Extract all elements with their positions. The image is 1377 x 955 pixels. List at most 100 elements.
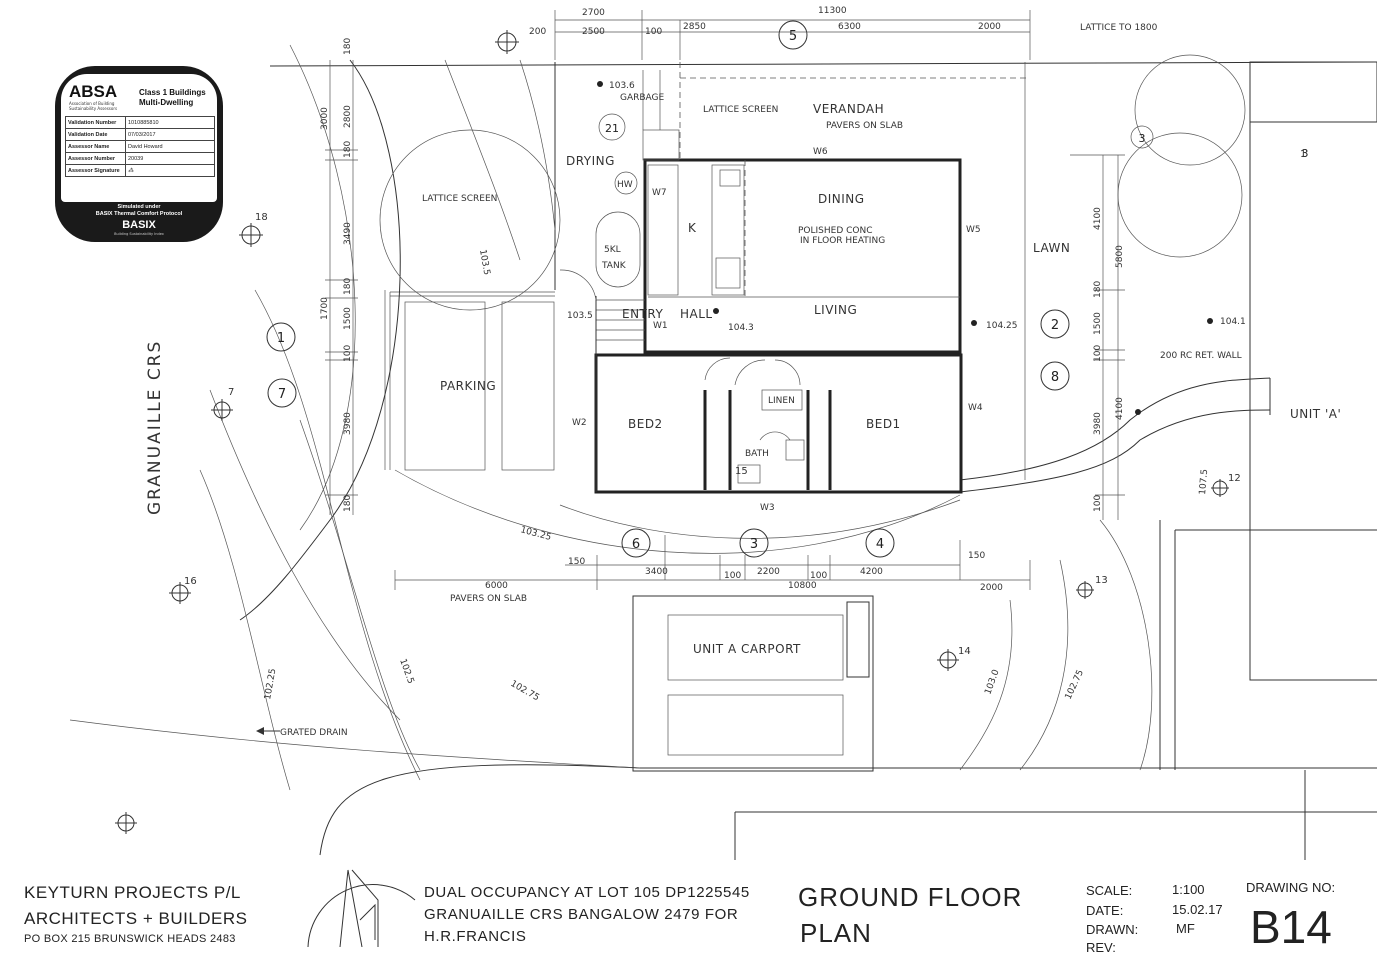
dimensions-top: 200 2700 2500 100 2850 11300 6300 2000 [529, 6, 1031, 60]
rev-label: REV: [1086, 940, 1116, 955]
dim-top-2000: 2000 [978, 22, 1001, 32]
stamp-class-line2: Multi-Dwelling [139, 98, 194, 107]
level-9: 102.5 [397, 658, 415, 686]
dim-right-100b: 100 [1093, 495, 1103, 512]
label-hw: HW [617, 180, 633, 190]
dim-top-200: 200 [529, 27, 546, 37]
dim-right-5800: 5800 [1115, 245, 1125, 268]
drawing-title-line2: PLAN [800, 918, 872, 948]
label-ret-wall: 200 RC RET. WALL [1160, 351, 1242, 361]
level-13: 107.5 [1198, 469, 1210, 496]
window-labels: W1 W2 W3 W4 W5 W6 W7 [572, 147, 983, 513]
marker-8: 8 [1051, 370, 1059, 385]
label-unit-a: UNIT 'A' [1290, 407, 1341, 421]
marker-2: 2 [1051, 318, 1059, 333]
label-hall: HALL [680, 307, 713, 321]
level-8: 102.25 [263, 668, 278, 701]
point-18: 18 [255, 212, 268, 223]
level-4: 104.25 [986, 321, 1018, 331]
stamp-class: Class 1 Buildings Multi-Dwelling [139, 88, 206, 108]
stamp-row-label: Assessor Signature [65, 164, 126, 177]
stamp-row-label: Validation Number [65, 116, 126, 129]
label-verandah: VERANDAH [813, 102, 884, 116]
window-w3: W3 [760, 503, 775, 513]
stamp-simulated-line2: BASIX Thermal Comfort Protocol [95, 211, 183, 217]
scale-value: 1:100 [1172, 882, 1205, 897]
dimensions-left: 180 3000 2800 180 3490 180 1700 1500 100… [320, 38, 358, 515]
window-w5: W5 [966, 225, 981, 235]
marker-3b: 3 [1139, 132, 1146, 145]
dim-bottom-2000: 2000 [980, 583, 1003, 593]
level-6: 103.5 [477, 249, 491, 276]
dim-bottom-100: 100 [724, 571, 741, 581]
label-lattice-to: LATTICE TO 1800 [1080, 23, 1158, 33]
level-3: 104.3 [728, 323, 754, 333]
dim-right-4100: 4100 [1093, 207, 1103, 230]
stamp-panel: ABSA Association of Building Sustainabil… [61, 74, 217, 202]
stamp-class-line1: Class 1 Buildings [139, 88, 206, 97]
stamp-simulated: Simulated under BASIX Thermal Comfort Pr… [55, 204, 223, 218]
window-w2: W2 [572, 418, 587, 428]
stamp-row-value: 07/03/2017 [125, 128, 215, 141]
dim-left-180c: 180 [343, 278, 353, 295]
dim-bottom-4200: 4200 [860, 567, 883, 577]
north-arrow-icon [307, 869, 416, 947]
drawn-value: MF [1176, 921, 1195, 936]
label-street: GRANUAILLE CRS [145, 340, 165, 515]
dimensions-right: 4100 5800 180 1500 100 3980 4100 100 [1070, 154, 1125, 520]
label-parking: PARKING [440, 379, 496, 393]
label-bath: BATH [745, 449, 769, 459]
dim-bottom-2200: 2200 [757, 567, 780, 577]
dim-top-2850: 2850 [683, 22, 706, 32]
point-15: 15 [735, 466, 748, 477]
window-w4: W4 [968, 403, 983, 413]
window-w1: W1 [653, 321, 668, 331]
project-line3: H.R.FRANCIS [424, 928, 527, 945]
dim-bottom-150: 150 [568, 557, 585, 567]
level-10: 102.75 [1064, 668, 1086, 701]
marker-4: 4 [876, 537, 884, 552]
drain-arrow-icon [256, 727, 280, 735]
basix-sub: Building Sustainability Index [114, 232, 164, 236]
survey-points: 18 7 16 13 14 12 15 1 [115, 30, 1306, 834]
point-1: 1 [1300, 149, 1306, 160]
label-kitchen: K [688, 221, 697, 235]
stamp-row-value: 20039 [125, 152, 215, 165]
label-floor-note2: IN FLOOR HEATING [800, 236, 885, 246]
label-lawn: LAWN [1033, 241, 1070, 255]
point-13: 13 [1095, 575, 1108, 586]
project-line1: DUAL OCCUPANCY AT LOT 105 DP1225545 [424, 884, 750, 901]
dim-bottom-100b: 100 [810, 571, 827, 581]
scale-label: SCALE: [1086, 883, 1133, 898]
label-bed1: BED1 [866, 417, 901, 431]
marker-7: 7 [278, 387, 286, 402]
label-lattice-screen: LATTICE SCREEN [422, 194, 497, 204]
dim-right-1500: 1500 [1093, 312, 1103, 335]
room-labels: VERANDAH PAVERS ON SLAB DINING POLISHED … [145, 23, 1341, 738]
dim-top-2700: 2700 [582, 8, 605, 18]
basix-logo: BASIX [122, 219, 156, 231]
window-w7: W7 [652, 188, 667, 198]
dim-bottom-10800: 10800 [788, 581, 817, 591]
dim-top-6300: 6300 [838, 22, 861, 32]
label-pavers-front: PAVERS ON SLAB [450, 594, 527, 604]
firm-subtitle: ARCHITECTS + BUILDERS [24, 909, 248, 928]
label-bed2: BED2 [628, 417, 663, 431]
point-12: 12 [1228, 473, 1241, 484]
dim-left-2800: 2800 [343, 105, 353, 128]
window-w6: W6 [813, 147, 828, 157]
level-2: 103.5 [567, 311, 593, 321]
dim-right-180: 180 [1093, 281, 1103, 298]
dim-bottom-6000: 6000 [485, 581, 508, 591]
dim-left-3490: 3490 [343, 222, 353, 245]
point-7: 7 [228, 387, 234, 398]
level-1: 103.6 [609, 81, 635, 91]
marker-5: 5 [789, 29, 797, 44]
label-living: LIVING [814, 303, 857, 317]
dim-left-180b: 180 [343, 141, 353, 158]
dim-top-100: 100 [645, 27, 662, 37]
label-tank2: TANK [601, 261, 627, 271]
absa-logo: ABSA [69, 82, 118, 101]
